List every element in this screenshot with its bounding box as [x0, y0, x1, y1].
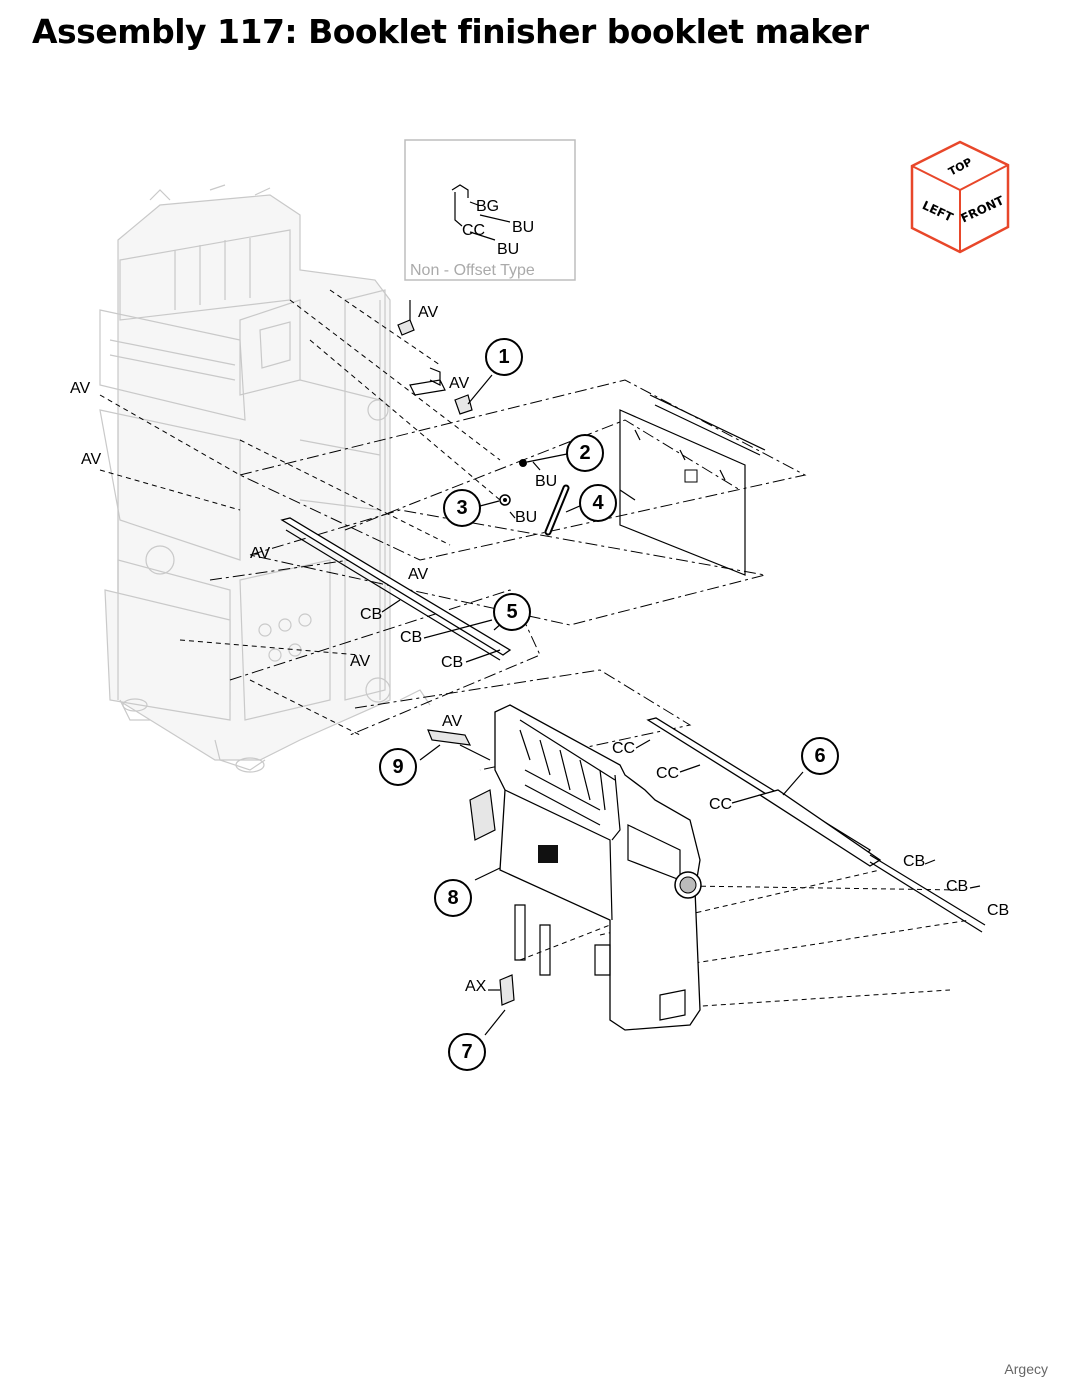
inset-label-bu-2: BU: [497, 241, 519, 258]
part-2-bushing: [519, 453, 568, 467]
label-cc-3: CC: [709, 796, 732, 813]
label-cc-1: CC: [612, 740, 635, 757]
callout-5: 5: [493, 593, 531, 631]
inset-label-bg: BG: [476, 198, 499, 215]
part-9-bracket: [419, 729, 491, 761]
callout-2: 2: [566, 434, 604, 472]
svg-text:7: 7: [461, 1041, 472, 1063]
label-cb-5: CB: [946, 878, 968, 895]
label-av-2: AV: [449, 375, 469, 392]
label-cb-2: CB: [400, 629, 422, 646]
inset-caption: Non - Offset Type: [410, 262, 535, 279]
label-av-4: AV: [81, 451, 101, 468]
label-av-5: AV: [250, 545, 270, 562]
top-cover-panel: [619, 394, 766, 576]
part-6-rail: [646, 717, 986, 933]
svg-text:6: 6: [814, 745, 825, 767]
label-av-7: AV: [350, 653, 370, 670]
part-7-bracket: [484, 974, 515, 1036]
callout-bubbles: 1 2 3 4 5 6 7 8: [379, 338, 839, 1071]
svg-text:2: 2: [579, 442, 590, 464]
callout-9: 9: [379, 748, 417, 786]
label-bu-2: BU: [515, 509, 537, 526]
label-cb-4: CB: [903, 853, 925, 870]
inset-label-bu-1: BU: [512, 219, 534, 236]
callout-3: 3: [443, 489, 481, 527]
svg-text:9: 9: [392, 756, 403, 778]
orientation-cube: TOP LEFT FRONT: [910, 140, 1010, 254]
fastener-labels: AV AV AV AV AV AV AV AV BU BU CB CB CB C…: [70, 304, 1009, 995]
svg-text:4: 4: [592, 492, 604, 514]
label-ax: AX: [465, 978, 487, 995]
part-5-rail: [280, 517, 512, 661]
callout-6: 6: [801, 737, 839, 775]
callout-4: 4: [579, 484, 617, 522]
label-av-6: AV: [408, 566, 428, 583]
watermark: Argecy: [1004, 1361, 1048, 1377]
label-av-1: AV: [418, 304, 438, 321]
label-av-3: AV: [70, 380, 90, 397]
label-cb-1: CB: [360, 606, 382, 623]
callout-1: 1: [485, 338, 523, 376]
callout-8: 8: [434, 879, 472, 917]
label-cc-2: CC: [656, 765, 679, 782]
label-cb-3: CB: [441, 654, 463, 671]
svg-text:1: 1: [498, 346, 509, 368]
label-av-8: AV: [442, 713, 462, 730]
svg-text:5: 5: [506, 601, 517, 623]
page-title: Assembly 117: Booklet finisher booklet m…: [32, 12, 869, 51]
label-bu-1: BU: [535, 473, 557, 490]
part-8-booklet-maker-unit: [469, 704, 702, 1031]
finisher-frame-ghost: [99, 184, 431, 773]
inset-label-cc: CC: [462, 222, 485, 239]
part-3-bushing: [479, 494, 511, 507]
label-cb-6: CB: [987, 902, 1009, 919]
svg-text:3: 3: [456, 497, 467, 519]
callout-7: 7: [448, 1033, 486, 1071]
part-1-sensor: [397, 300, 493, 415]
inset-non-offset-type: BG BU CC BU Non - Offset Type: [404, 139, 576, 281]
svg-text:8: 8: [447, 887, 458, 909]
